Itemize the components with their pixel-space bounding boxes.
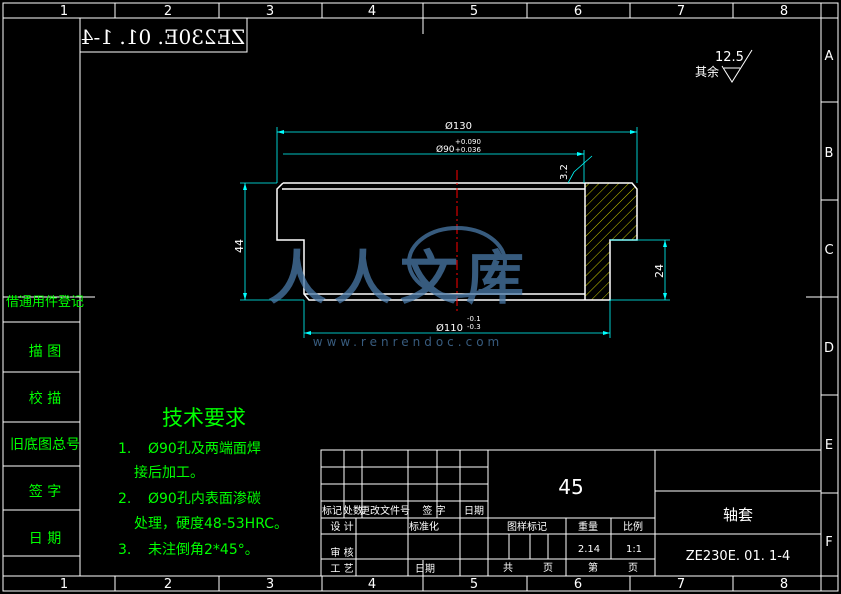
zone-number-bottom: 3 — [266, 577, 274, 592]
page-label-2: 页 — [628, 562, 638, 574]
dim-d110-upper: -0.1 — [467, 315, 481, 323]
title-block — [320, 449, 822, 577]
mirror-code-text: ZE230E. 01. 1-4 — [81, 25, 245, 49]
rev-label: 签 字 — [422, 504, 445, 517]
zone-letter-right: D — [824, 341, 834, 356]
dim-h24: 24 — [653, 264, 666, 278]
dim-d90-lower: +0.036 — [455, 146, 481, 154]
dim-d110: Ø110 — [436, 322, 463, 334]
dimension-texts: Ø130 Ø90 +0.090 +0.036 3.2 44 24 Ø110 -0… — [233, 120, 666, 334]
watermark-text: 人人文库 — [268, 244, 532, 312]
roughness-value: 12.5 — [715, 50, 744, 65]
zone-number-bottom: 1 — [60, 577, 68, 592]
zone-number-top: 6 — [574, 4, 582, 19]
dim-d90-upper: +0.090 — [455, 138, 481, 146]
tech-item-line: Ø90孔及两端面焊 — [148, 441, 261, 457]
zone-letter-right: C — [824, 243, 833, 258]
left-table-row: 日 期 — [29, 531, 61, 547]
material-text: 45 — [558, 475, 583, 499]
zone-letter-right: E — [825, 438, 833, 453]
zone-number-bottom: 5 — [470, 577, 478, 592]
zone-number-top: 2 — [164, 4, 172, 19]
zone-number-top: 8 — [780, 4, 788, 19]
left-table-row: 校 描 — [29, 390, 61, 407]
rev-label: 日期 — [464, 505, 484, 517]
watermark: 人人文库 www.renrendoc.com — [268, 226, 532, 349]
title-block-texts: 45 轴套 ZE230E. 01. 1-4 标记 处数 更改文件号 签 字 日期… — [322, 475, 790, 575]
left-table-row: 借通用件登记 — [6, 295, 84, 310]
dimension-arrows — [243, 130, 667, 335]
left-table — [2, 297, 80, 576]
zone-number-top: 3 — [266, 4, 274, 19]
sheet-label: 第 — [588, 561, 598, 574]
watermark-url: www.renrendoc.com — [313, 335, 503, 349]
date-label: 日期 — [415, 563, 435, 575]
scale-value: 1:1 — [626, 544, 642, 555]
left-table-row: 描 图 — [29, 344, 61, 360]
tech-item-number: 2. — [118, 491, 131, 507]
tech-item-line: Ø90孔内表面渗碳 — [148, 491, 261, 507]
process-label: 工 艺 — [330, 563, 353, 575]
zone-number-bottom: 2 — [164, 577, 172, 592]
tech-item-line: 未注倒角2*45°。 — [148, 542, 259, 558]
zone-letter-right: F — [825, 535, 832, 550]
dim-d90: Ø90 — [436, 144, 455, 155]
dim-h44: 44 — [233, 239, 246, 253]
zone-ticks — [3, 3, 838, 591]
zone-number-bottom: 8 — [780, 577, 788, 592]
tech-item-line: 处理，硬度48-53HRC。 — [134, 516, 288, 532]
mirror-code-box — [79, 17, 248, 53]
zone-number-top: 4 — [368, 4, 376, 19]
roughness-symbol: 其余 12.5 — [695, 49, 753, 83]
dim-roughness-bore: 3.2 — [559, 164, 570, 180]
page-label: 页 — [543, 562, 553, 574]
rev-label: 更改文件号 — [360, 504, 410, 517]
zone-number-top: 5 — [470, 4, 478, 19]
zone-number-top: 7 — [677, 4, 685, 19]
stage-mark-label: 图样标记 — [507, 520, 547, 533]
roughness-prefix: 其余 — [695, 64, 719, 79]
tech-item-line: 接后加工。 — [134, 464, 204, 481]
standardize-label: 标准化 — [409, 520, 439, 533]
zone-number-bottom: 7 — [677, 577, 685, 592]
zone-number-top: 1 — [60, 4, 68, 19]
part-name-text: 轴套 — [723, 506, 753, 524]
zone-number-bottom: 6 — [574, 577, 582, 592]
left-table-row: 签 字 — [29, 483, 61, 500]
rev-label: 标记 — [322, 505, 342, 517]
zone-number-bottom: 4 — [368, 577, 376, 592]
tech-title: 技术要求 — [162, 406, 246, 430]
rev-label: 处数 — [343, 504, 363, 517]
scale-label: 比例 — [623, 520, 643, 533]
left-table-row: 旧底图总号 — [10, 437, 80, 453]
dim-d130: Ø130 — [445, 120, 472, 132]
dim-d110-lower: -0.3 — [467, 323, 481, 331]
design-label: 设 计 — [330, 520, 353, 533]
tech-item-number: 1. — [118, 441, 131, 457]
zone-letter-right: B — [825, 146, 834, 161]
drawing-number-text: ZE230E. 01. 1-4 — [686, 549, 790, 564]
tech-item-number: 3. — [118, 542, 131, 558]
total-label: 共 — [503, 562, 513, 574]
weight-label: 重量 — [578, 520, 598, 533]
hatched-flange — [585, 183, 637, 300]
dimension-lines — [240, 127, 670, 338]
zone-letter-right: A — [825, 49, 834, 64]
tech-requirements: 技术要求 1. Ø90孔及两端面焊 接后加工。 2. Ø90孔内表面渗碳 处理，… — [118, 406, 288, 558]
review-label: 审 核 — [330, 546, 353, 559]
weight-value: 2.14 — [578, 544, 600, 555]
